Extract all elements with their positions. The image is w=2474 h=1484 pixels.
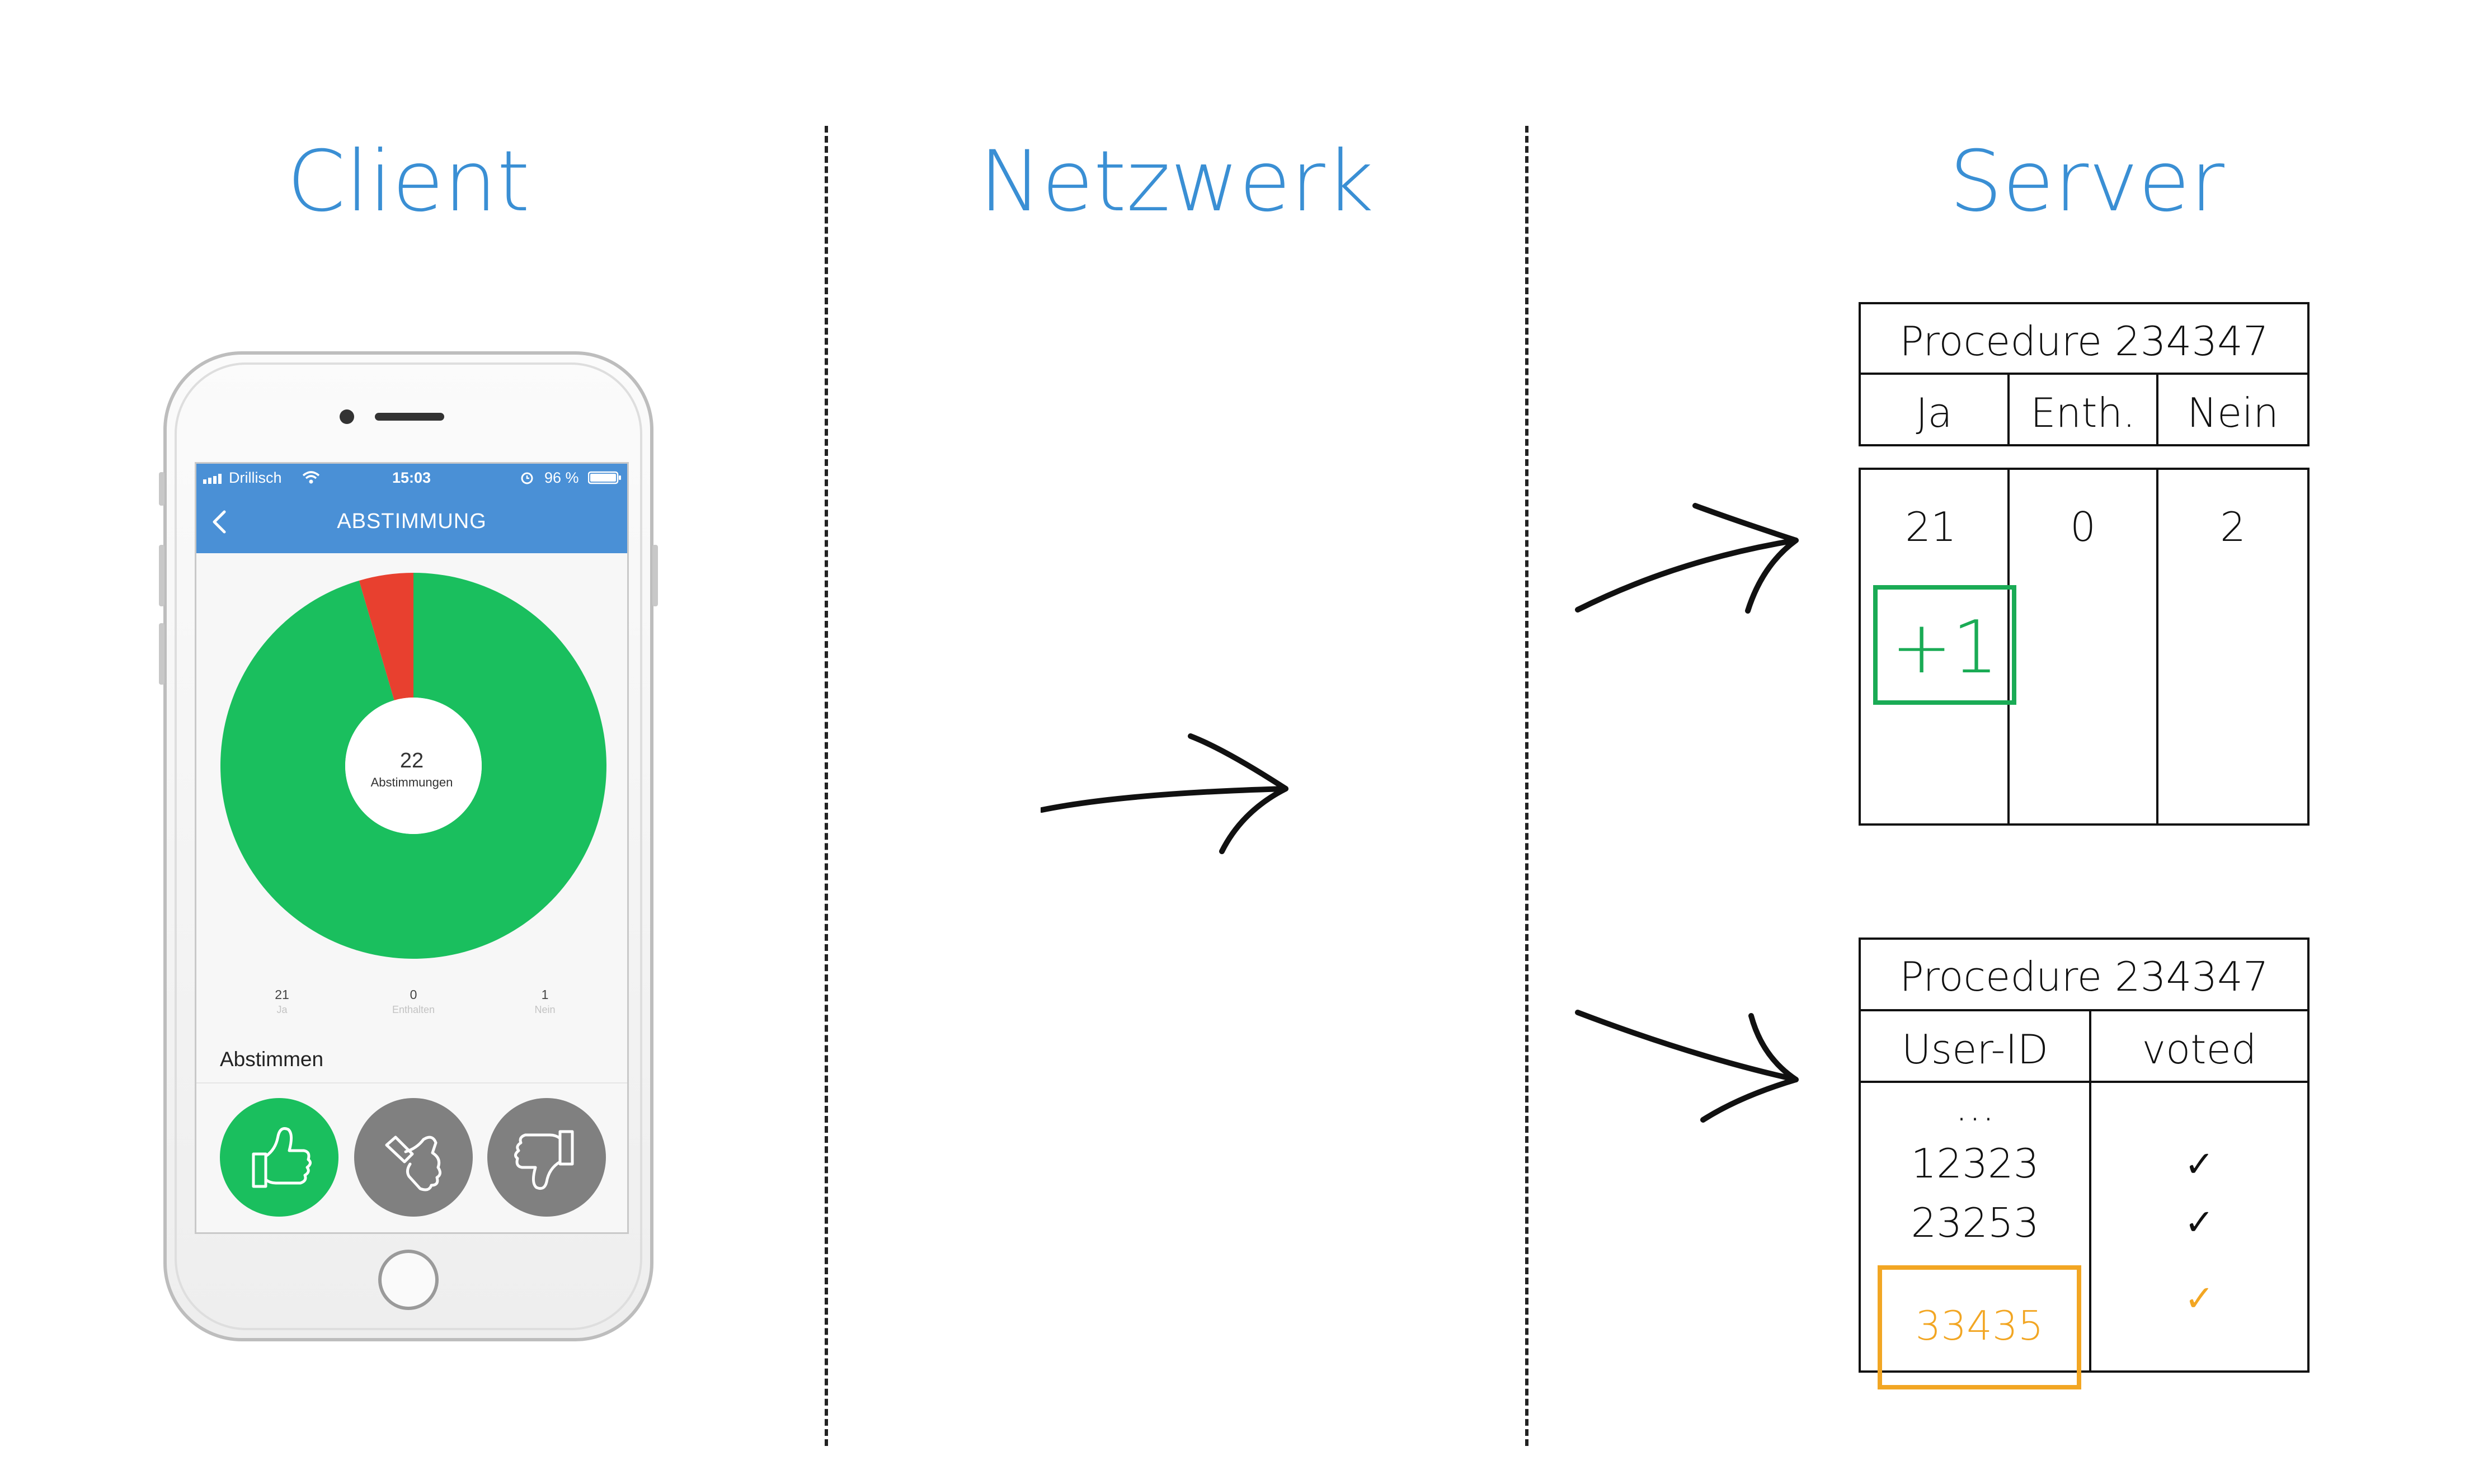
page-title: ABSTIMMUNG <box>337 510 487 533</box>
voters-col-voted: voted <box>2142 1026 2257 1073</box>
voters-table: Procedure 234347 User-ID voted … 12323 ✓… <box>1859 937 2310 1389</box>
front-camera <box>340 409 354 424</box>
chevron-left-icon[interactable] <box>209 510 231 534</box>
count-yes-value: 21 <box>275 987 289 1002</box>
volume-up-button <box>159 545 164 606</box>
phone-device: Drillisch 15:03 96 % ABSTIMMUN <box>159 351 658 1341</box>
volume-down-button <box>159 623 164 685</box>
earpiece-speaker <box>375 413 444 421</box>
new-voter-id: 33435 <box>1915 1302 2044 1349</box>
vote-yes-button[interactable] <box>220 1098 338 1217</box>
power-button <box>652 545 658 606</box>
tally-table-header: Procedure 234347 Ja Enth. Nein <box>1859 302 2310 446</box>
status-time: 15:03 <box>392 469 431 486</box>
server-heading: Server <box>1949 133 2224 230</box>
wifi-icon <box>302 471 320 484</box>
tally-table-body: 21 0 2 +1 <box>1859 468 2310 826</box>
donut-slice-ja <box>220 573 606 959</box>
server-tally-arrow <box>1575 503 1799 614</box>
tally-value-yes: 21 <box>1905 503 1956 550</box>
new-voter-highlight-box <box>1878 1265 2081 1389</box>
status-bar: Drillisch 15:03 96 % <box>196 464 627 492</box>
carrier-name: Drillisch <box>229 469 282 486</box>
tally-table-title: Procedure 234347 <box>1899 318 2269 365</box>
signal-icon <box>203 474 222 484</box>
battery-icon <box>588 471 621 484</box>
tally-col-yes: Ja <box>1916 389 1953 436</box>
increment-label: +1 <box>1891 605 1998 690</box>
voter-voted-cell: ✓ <box>2184 1144 2214 1185</box>
client-network-divider <box>825 126 828 1446</box>
voter-id-cell: 23253 <box>1911 1199 2039 1246</box>
increment-highlight-box <box>1873 585 2016 705</box>
divider <box>196 1082 627 1083</box>
vote-abstain-button[interactable] <box>354 1098 473 1217</box>
thumbs-down-icon <box>514 1130 574 1190</box>
donut-slice-nein <box>359 573 413 700</box>
tally-col-abstain: Enth. <box>2030 389 2136 436</box>
client-heading: Client <box>286 133 530 230</box>
count-no-label: Nein <box>534 1004 556 1015</box>
donut-center <box>345 698 482 834</box>
total-votes-label: Abstimmungen <box>370 775 453 789</box>
navigation-bar: ABSTIMMUNG <box>196 492 627 553</box>
voters-table-title: Procedure 234347 <box>1899 953 2269 1000</box>
voters-col-user-id: User-ID <box>1901 1026 2049 1073</box>
server-voters-arrow <box>1575 1010 1799 1123</box>
voter-voted-cell: ✓ <box>2184 1202 2214 1243</box>
tally-col-no: Nein <box>2187 389 2279 436</box>
tally-value-no: 2 <box>2220 503 2246 550</box>
count-abstain-label: Enthalten <box>392 1004 435 1015</box>
thumbs-sideways-icon <box>385 1136 441 1191</box>
results-donut-chart <box>220 573 606 959</box>
count-no-value: 1 <box>541 987 549 1002</box>
count-abstain-value: 0 <box>410 987 417 1002</box>
mute-switch <box>159 472 164 506</box>
count-yes-label: Ja <box>276 1004 288 1015</box>
total-votes-number: 22 <box>399 749 424 772</box>
thumbs-up-icon <box>252 1127 312 1188</box>
client-to-network-arrow <box>1041 733 1288 854</box>
home-button[interactable] <box>378 1250 439 1310</box>
voters-ellipsis: … <box>1955 1083 1995 1130</box>
new-voter-voted: ✓ <box>2184 1278 2214 1320</box>
vote-no-button[interactable] <box>487 1098 606 1217</box>
network-heading: Netzwerk <box>979 133 1374 230</box>
tally-value-abstain: 0 <box>2070 503 2096 550</box>
app-screen: Drillisch 15:03 96 % ABSTIMMUN <box>195 462 629 1234</box>
battery-percent: 96 % <box>544 469 579 486</box>
network-server-divider <box>1525 126 1528 1446</box>
vote-section-heading: Abstimmen <box>220 1048 324 1071</box>
alarm-icon <box>521 472 533 484</box>
voter-id-cell: 12323 <box>1911 1140 2039 1187</box>
